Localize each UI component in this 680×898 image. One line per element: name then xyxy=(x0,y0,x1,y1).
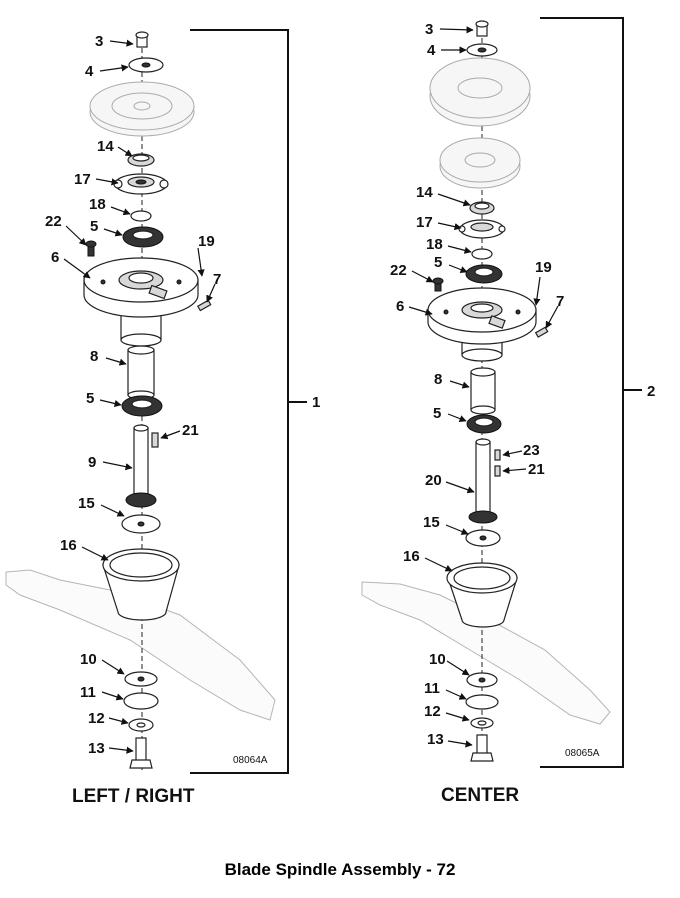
callout: 6 xyxy=(396,298,404,315)
callout: 8 xyxy=(434,371,442,388)
callout: 23 xyxy=(523,442,540,459)
spacer-tube-part xyxy=(470,367,496,415)
callout: 9 xyxy=(88,454,96,471)
callout: 19 xyxy=(535,259,552,276)
upper-bearing-part xyxy=(465,264,503,284)
bearing-cap-part xyxy=(458,219,506,239)
callout: 12 xyxy=(88,710,105,727)
key-part xyxy=(151,432,159,448)
callout: 5 xyxy=(434,254,442,271)
grease-fitting-part xyxy=(432,277,444,292)
blade-washer-part xyxy=(121,514,161,534)
callout: 16 xyxy=(403,548,420,565)
callout: 16 xyxy=(60,537,77,554)
blade-outline xyxy=(5,569,276,721)
callout: 5 xyxy=(90,218,98,235)
callout: 13 xyxy=(427,731,444,748)
callout: 21 xyxy=(182,422,199,439)
spindle-cup-part xyxy=(102,548,180,621)
upper-bearing-part xyxy=(122,226,164,248)
callout: 15 xyxy=(423,514,440,531)
grease-fitting-part xyxy=(85,240,97,257)
assembly-callout: 2 xyxy=(647,383,655,400)
lower-bearing-part xyxy=(466,414,502,434)
callout: 12 xyxy=(424,703,441,720)
washer-part xyxy=(128,57,164,73)
bearing-cap-part xyxy=(113,173,169,195)
center-callouts: 3 4 14 17 18 22 5 19 6 7 8 5 23 xyxy=(390,21,564,748)
left-right-view: 3 4 14 17 18 22 5 19 6 7 8 5 21 xyxy=(5,29,320,807)
spindle-shaft-part xyxy=(125,424,157,508)
set-screw-part xyxy=(196,299,212,312)
figure-caption: Blade Spindle Assembly - 72 xyxy=(225,860,456,879)
callout: 18 xyxy=(426,236,443,253)
callout: 20 xyxy=(425,472,442,489)
callout: 3 xyxy=(425,21,433,38)
callout: 14 xyxy=(416,184,433,201)
callout: 13 xyxy=(88,740,105,757)
callout: 21 xyxy=(528,461,545,478)
pulley-ghost xyxy=(429,57,531,189)
spindle-housing-part xyxy=(83,257,199,347)
view-title-left-right: LEFT / RIGHT xyxy=(72,786,195,807)
blade-washer-part xyxy=(465,529,501,547)
callout: 14 xyxy=(97,138,114,155)
spacer-tube-part xyxy=(127,345,155,400)
blade-bolt-part xyxy=(470,734,494,762)
washer-part xyxy=(466,43,498,57)
lower-washers xyxy=(465,672,499,729)
lower-washers xyxy=(123,671,159,732)
callout: 5 xyxy=(433,405,441,422)
key-part xyxy=(494,465,501,477)
callout: 7 xyxy=(556,293,564,310)
center-view: 3 4 14 17 18 22 5 19 6 7 8 5 23 xyxy=(361,17,655,806)
snap-ring-part xyxy=(130,210,152,222)
bearing-part xyxy=(127,153,155,167)
callout: 17 xyxy=(74,171,91,188)
drawing-code: 08064A xyxy=(233,755,268,766)
spindle-housing-part xyxy=(427,287,537,362)
callout: 10 xyxy=(429,651,446,668)
callout: 22 xyxy=(45,213,62,230)
callout: 10 xyxy=(80,651,97,668)
snap-ring-part xyxy=(471,248,493,260)
callout: 8 xyxy=(90,348,98,365)
callout: 7 xyxy=(213,271,221,288)
spindle-shaft-part xyxy=(468,438,498,524)
callout: 6 xyxy=(51,249,59,266)
spindle-cup-part xyxy=(446,562,518,628)
bolt-part xyxy=(135,31,149,48)
key-part xyxy=(494,449,501,461)
set-screw-part xyxy=(534,326,549,338)
callout: 15 xyxy=(78,495,95,512)
callout: 11 xyxy=(80,684,96,701)
callout: 4 xyxy=(427,42,436,59)
blade-bolt-part xyxy=(129,737,153,769)
bolt-part xyxy=(475,20,489,37)
callout: 17 xyxy=(416,214,433,231)
callout: 22 xyxy=(390,262,407,279)
left-callouts: 3 4 14 17 18 22 5 19 6 7 8 5 21 xyxy=(45,33,221,757)
bearing-part xyxy=(469,201,495,215)
callout: 18 xyxy=(89,196,106,213)
callout: 4 xyxy=(85,63,94,80)
view-title-center: CENTER xyxy=(441,785,519,806)
pulley-ghost xyxy=(89,81,195,137)
callout: 19 xyxy=(198,233,215,250)
callout: 11 xyxy=(424,680,440,697)
assembly-bracket xyxy=(540,17,624,768)
callout: 5 xyxy=(86,390,94,407)
assembly-callout: 1 xyxy=(312,394,320,411)
drawing-code: 08065A xyxy=(565,748,600,759)
callout: 3 xyxy=(95,33,103,50)
lower-bearing-part xyxy=(121,395,163,417)
